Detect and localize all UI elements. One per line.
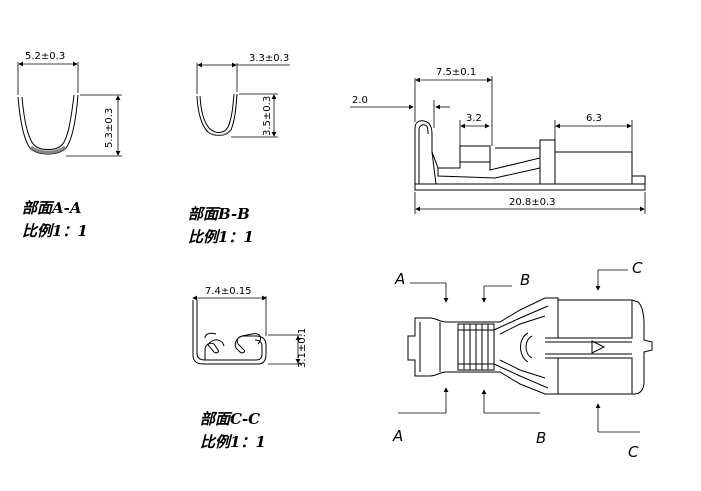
side-view: 2.0 7.5±0.1 3.2 6.3 20.8±0.3 xyxy=(350,67,646,214)
section-aa-width-dim: 5.2±0.3 xyxy=(25,51,65,62)
section-aa-profile-inner xyxy=(21,94,75,150)
section-cc-caption-title: 部面C-C xyxy=(200,410,260,428)
section-aa-height-dim: 5.3±0.3 xyxy=(104,108,115,148)
section-cc-profile xyxy=(192,300,267,365)
section-aa-view: 5.2±0.3 5.3±0.3 部面A-A 比例1：1 xyxy=(17,51,122,240)
section-bb-height-dim: 3.5±0.3 xyxy=(262,96,273,136)
contact-blade-lower xyxy=(557,357,633,395)
section-aa-caption-scale: 比例1：1 xyxy=(22,222,88,240)
top-view-outline xyxy=(407,297,653,395)
direction-triangle-icon xyxy=(591,340,606,354)
side-view-dim-top: 7.5±0.1 xyxy=(436,67,476,78)
top-view-label-a-top: A xyxy=(394,270,405,288)
top-view-label-c-top: C xyxy=(632,259,643,277)
section-aa-caption-title: 部面A-A xyxy=(22,199,82,217)
section-bb-caption-title: 部面B-B xyxy=(188,205,250,223)
side-view-dim-total: 20.8±0.3 xyxy=(509,197,556,208)
section-cc-height-dim: 3.1±0.1 xyxy=(297,328,308,368)
section-bb-width-dim: 3.3±0.3 xyxy=(249,53,289,64)
side-view-outline xyxy=(414,120,646,191)
top-view-label-b-top: B xyxy=(520,271,530,289)
latch-tab xyxy=(520,332,529,363)
section-cc-view: 7.4±0.15 3.1±0.1 部面C-C 比例1：1 xyxy=(192,286,308,451)
side-view-dim-mid: 3.2 xyxy=(466,113,482,124)
section-cc-caption-scale: 比例1：1 xyxy=(200,433,266,451)
top-view-label-a-bottom: A xyxy=(392,427,403,445)
top-view-label-c-bottom: C xyxy=(628,443,639,461)
side-view-dim-left: 2.0 xyxy=(352,95,368,106)
section-bb-view: 3.3±0.3 3.5±0.3 部面B-B 比例1：1 xyxy=(188,53,290,246)
top-view-label-b-bottom: B xyxy=(536,429,546,447)
section-cc-width-dim: 7.4±0.15 xyxy=(205,286,252,297)
contact-blade-upper xyxy=(557,299,633,339)
side-view-dim-right: 6.3 xyxy=(586,113,602,124)
section-bb-caption-scale: 比例1：1 xyxy=(188,228,254,246)
top-view: A B C A B C xyxy=(392,259,653,461)
